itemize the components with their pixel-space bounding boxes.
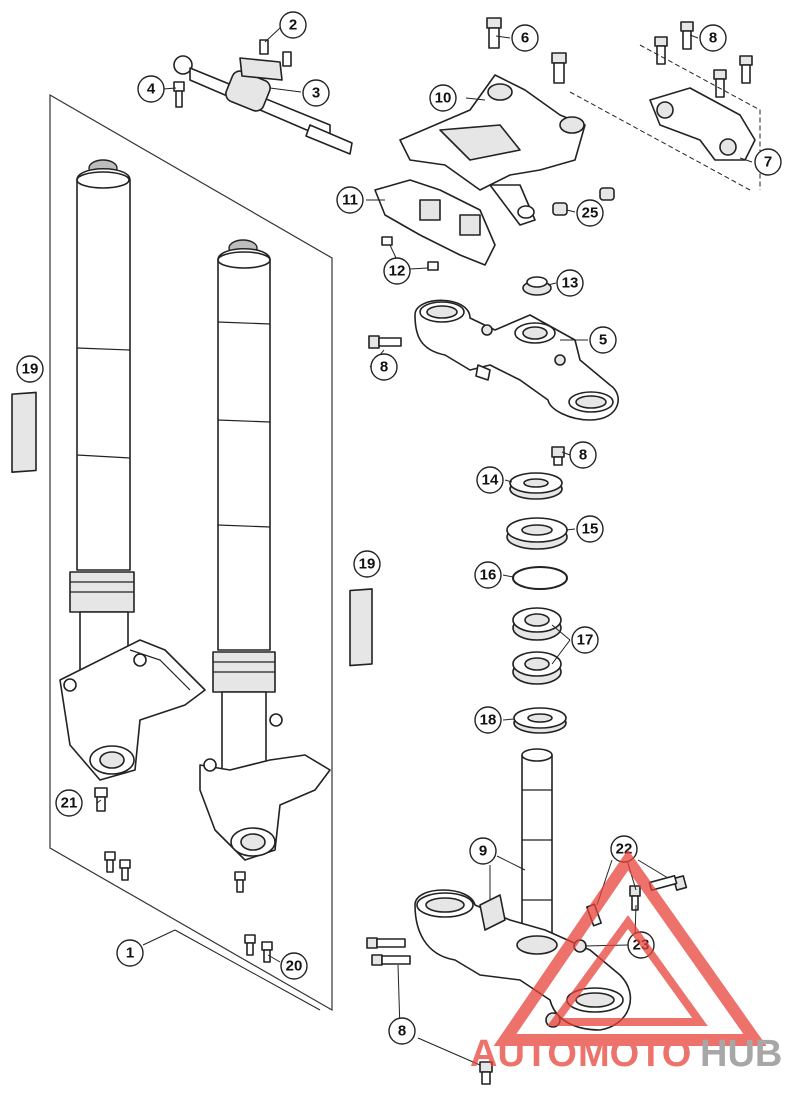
fork-assembly-frame — [49, 93, 333, 1012]
svg-text:17: 17 — [577, 632, 594, 649]
svg-text:15: 15 — [582, 521, 599, 538]
callout-20: 20 — [280, 952, 308, 980]
callout-10: 10 — [429, 84, 457, 112]
callout-4: 4 — [137, 75, 165, 103]
callout-3: 3 — [302, 79, 330, 107]
lower-triple-clamp — [366, 748, 688, 1085]
svg-text:8: 8 — [380, 359, 388, 376]
callout-12: 12 — [383, 257, 411, 285]
clamp-dashed-outline — [569, 44, 761, 191]
svg-text:8: 8 — [579, 447, 587, 464]
automotohub-watermark: AUTO MOTO HUB — [470, 849, 782, 1075]
callout-5: 5 — [589, 326, 617, 354]
svg-text:18: 18 — [480, 712, 497, 729]
watermark-text-auto: AUTO — [470, 1033, 577, 1075]
svg-text:7: 7 — [764, 154, 772, 171]
callout-8-lower: 8 — [388, 1017, 416, 1045]
callout-16: 16 — [474, 561, 502, 589]
callout-14: 14 — [476, 466, 504, 494]
bearing-stack — [506, 472, 568, 734]
callout-18: 18 — [474, 706, 502, 734]
callout-8-top: 8 — [699, 24, 727, 52]
callout-13: 13 — [556, 269, 584, 297]
svg-text:8: 8 — [709, 30, 717, 47]
decal-19-left — [11, 391, 37, 473]
fork-leg-right — [199, 239, 331, 861]
fork-legs-group — [11, 93, 373, 1012]
fork-leg-left — [59, 159, 206, 781]
callout-8-stem: 8 — [569, 441, 597, 469]
callout-8-upper-clamp: 8 — [370, 353, 398, 381]
callout-21: 21 — [55, 789, 83, 817]
svg-text:14: 14 — [482, 472, 499, 489]
svg-text:12: 12 — [389, 263, 406, 280]
bolt-21 — [94, 787, 108, 812]
steering-damper — [173, 39, 353, 155]
watermark-text-moto: MOTO — [578, 1033, 691, 1075]
svg-text:11: 11 — [342, 192, 358, 209]
svg-text:13: 13 — [562, 275, 579, 292]
upper-triple-clamp — [368, 276, 619, 466]
svg-text:20: 20 — [286, 958, 303, 975]
callout-6: 6 — [511, 24, 539, 52]
svg-text:21: 21 — [61, 795, 78, 812]
decal-19-right — [349, 588, 373, 667]
svg-text:6: 6 — [521, 30, 529, 47]
callout-9: 9 — [469, 837, 497, 865]
callout-2: 2 — [279, 11, 307, 39]
svg-text:8: 8 — [398, 1023, 406, 1040]
callout-17: 17 — [571, 626, 599, 654]
svg-text:9: 9 — [479, 843, 487, 860]
callout-19-left: 19 — [16, 355, 44, 383]
watermark-triangle-inner — [547, 915, 708, 1026]
svg-text:16: 16 — [480, 567, 497, 584]
callout-15: 15 — [576, 515, 604, 543]
svg-text:10: 10 — [435, 90, 452, 107]
svg-text:4: 4 — [147, 81, 156, 98]
svg-text:19: 19 — [359, 556, 376, 573]
svg-text:25: 25 — [582, 205, 599, 222]
svg-text:3: 3 — [312, 85, 320, 102]
svg-text:5: 5 — [599, 332, 607, 349]
svg-text:19: 19 — [22, 361, 39, 378]
callout-7: 7 — [754, 148, 782, 176]
callout-11: 11 — [336, 186, 364, 214]
callout-19-right: 19 — [353, 550, 381, 578]
callout-1: 1 — [116, 939, 144, 967]
svg-text:2: 2 — [289, 17, 297, 34]
watermark-triangle-outer — [493, 849, 767, 1046]
svg-text:1: 1 — [126, 945, 134, 962]
callout-25: 25 — [576, 199, 604, 227]
watermark-text-hub: HUB — [700, 1033, 782, 1075]
handlebar-clamp-upper — [374, 17, 761, 271]
